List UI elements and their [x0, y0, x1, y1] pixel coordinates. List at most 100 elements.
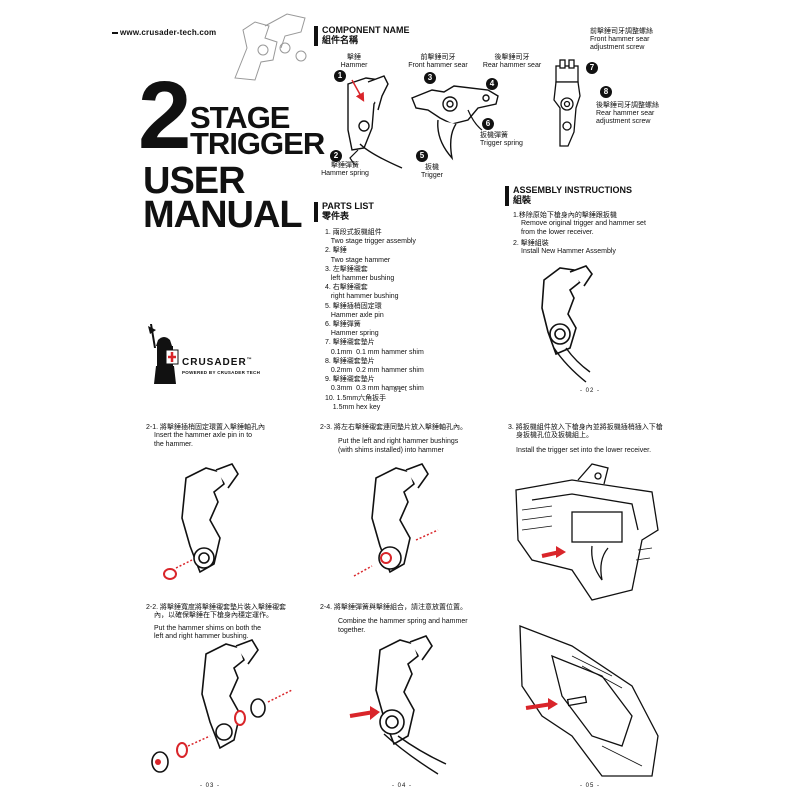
assembly-heading: ASSEMBLY INSTRUCTIONS 組裝	[513, 185, 633, 206]
callout-3: 3	[424, 72, 436, 84]
hammer-assembly-diagram	[541, 265, 593, 383]
step-2-1-en1: Insert the hammer axle pin in to	[154, 432, 253, 440]
callout-5: 5	[416, 150, 428, 162]
step-3-pin-diagram	[519, 625, 659, 777]
step-2-2-diagram	[151, 639, 293, 773]
label-hammer: 擊錘 Hammer	[334, 54, 374, 70]
step-2-3-zh: 2-3. 將左右擊錘襯套連同墊片放入擊錘軸孔內。	[320, 424, 468, 431]
assembly-step-1: 1.移除原始下槍身內的擊錘跟扳機 Remove original trigger…	[513, 212, 646, 237]
label-rear-sear: 後擊錘司牙 Rear hammer sear	[478, 54, 546, 70]
callout-6: 6	[482, 118, 494, 130]
component-heading: COMPONENT NAME 組件名稱	[322, 25, 410, 46]
brand-text: CRUSADER	[182, 357, 247, 368]
parts-list-row: 1. 兩段式扳機組件	[325, 229, 382, 236]
url-dash	[112, 32, 118, 34]
callout-4: 4	[486, 78, 498, 90]
page-number-05: - 05 -	[580, 783, 601, 789]
assembly-step-2-zh: 2. 擊錘組裝	[513, 240, 549, 247]
label-trigger-spring-en: Trigger spring	[480, 140, 523, 148]
label-front-sear: 前擊錘司牙 Front hammer sear	[402, 54, 474, 70]
label-trigger-spring: 扳機彈簧 Trigger spring	[480, 132, 523, 148]
label-front-screw-zh: 前擊錘司牙調整螺絲	[590, 28, 653, 35]
parts-list-row: 8. 擊錘襯套墊片	[325, 357, 375, 365]
label-trigger-spring-zh: 扳機彈簧	[480, 132, 508, 139]
step-2-4-diagram	[349, 635, 447, 775]
label-rear-sear-en: Rear hammer sear	[482, 62, 542, 70]
label-trigger-en: Trigger	[421, 172, 443, 180]
step-2-3: 2-3. 將左右擊錘襯套連同墊片放入擊錘軸孔內。 Put the left an…	[320, 424, 467, 455]
label-trigger-zh: 扳機	[425, 164, 439, 171]
label-front-screw-en1: Front hammer sear	[590, 36, 650, 44]
parts-list-row: 0.2mm 0.2 mm hammer shim	[325, 367, 424, 375]
parts-heading-zh: 零件表	[322, 210, 350, 221]
step-2-3-diagram	[353, 463, 439, 577]
trigger-diagram	[411, 85, 499, 161]
cover-title-stage: STAGE	[190, 100, 290, 135]
sear-screw-diagram	[553, 59, 581, 147]
step-2-2-en1: Put the hammer shims on both the	[154, 624, 261, 632]
component-heading-zh: 組件名稱	[322, 34, 359, 45]
label-front-screw-en2: adjustment screw	[590, 44, 645, 52]
step-2-2-en2: left and right hammer bushing.	[154, 633, 249, 641]
cover-title-user: USER	[143, 160, 246, 202]
step-3-receiver-diagram	[515, 463, 659, 601]
step-2-2-zh1: 2-2. 將擊錘寬度將擊錘襯套墊片裝入擊錘襯套	[146, 604, 287, 611]
callout-7: 7	[586, 62, 598, 74]
parts-list-row: Two stage trigger assembly	[325, 238, 416, 246]
hammer-lineart-decoration	[234, 13, 307, 81]
parts-list-row: 1.5mm hex key	[325, 403, 381, 411]
parts-list-row: 10. 1.5mm六角扳手	[325, 394, 387, 402]
step-2-4-zh: 2-4. 將擊錘彈簧與擊錘組合，請注意放置位置。	[320, 604, 468, 611]
brand-name: CRUSADER™	[182, 357, 253, 368]
step-2-4: 2-4. 將擊錘彈簧與擊錘組合，請注意放置位置。 Combine the ham…	[320, 604, 468, 635]
parts-heading: PARTS LIST 零件表	[322, 201, 374, 222]
callout-2: 2	[330, 150, 342, 162]
website-url: www.crusader-tech.com	[120, 28, 217, 37]
page-number-01: - 01 -	[388, 388, 409, 394]
callout-1: 1	[334, 70, 346, 82]
parts-list-row: left hammer bushing	[325, 275, 395, 283]
label-rear-screw-zh: 後擊錘司牙調整螺絲	[596, 102, 659, 109]
label-trigger: 扳機 Trigger	[412, 164, 452, 180]
step-2-3-en1: Put the left and right hammer bushings	[338, 438, 459, 446]
cover-title-trigger: TRIGGER	[190, 126, 325, 161]
parts-list-row: Hammer axle pin	[325, 311, 384, 319]
parts-list-row: 7. 擊錘襯套墊片	[325, 339, 375, 347]
step-3-zh1: 3. 將扳機組件放入下槍身內並將扳機插梢插入下槍	[508, 424, 663, 431]
parts-list-row: Two stage hammer	[325, 256, 391, 264]
label-hammer-spring: 擊錘彈簧 Hammer spring	[315, 162, 375, 178]
assembly-heading-bar	[505, 186, 509, 206]
step-3-zh2: 身扳機孔位及扳機組上。	[516, 432, 593, 440]
page-number-04: - 04 -	[392, 783, 413, 789]
page-number-02: - 02 -	[580, 388, 601, 394]
page-number-03: - 03 -	[200, 783, 221, 789]
parts-list-row: 5. 擊錘插梢固定環	[325, 302, 382, 310]
parts-list-row: Hammer spring	[325, 330, 379, 338]
label-rear-screw-en2: adjustment screw	[596, 118, 651, 126]
label-hammer-spring-zh: 擊錘彈簧	[331, 162, 359, 169]
label-rear-sear-zh: 後擊錘司牙	[494, 54, 530, 61]
assembly-heading-en: ASSEMBLY INSTRUCTIONS	[513, 185, 633, 195]
step-2-1-zh: 2-1. 將擊錘插梢固定環置入擊錘軸孔內	[146, 424, 266, 431]
crusader-knight-logo	[148, 324, 179, 384]
label-hammer-en: Hammer	[340, 62, 368, 70]
label-front-screw: 前擊錘司牙調整螺絲 Front hammer sear adjustment s…	[590, 28, 653, 52]
parts-heading-en: PARTS LIST	[322, 201, 374, 211]
step-2-1: 2-1. 將擊錘插梢固定環置入擊錘軸孔內 Insert the hammer a…	[146, 424, 265, 449]
label-front-sear-zh: 前擊錘司牙	[420, 54, 456, 61]
step-2-1-en2: the hammer.	[154, 440, 193, 448]
callout-8: 8	[600, 86, 612, 98]
step-2-4-en1: Combine the hammer spring and hammer	[338, 618, 468, 626]
label-rear-screw: 後擊錘司牙調整螺絲 Rear hammer sear adjustment sc…	[596, 102, 659, 126]
step-2-2: 2-2. 將擊錘寬度將擊錘襯套墊片裝入擊錘襯套 內，以確保擊錘在下槍身內穩定運作…	[146, 604, 286, 642]
brand-tagline: POWERED BY CRUSADER TECH	[182, 370, 261, 375]
step-2-3-en2: (with shims installed) into hammer	[338, 446, 444, 454]
step-3: 3. 將扳機組件放入下槍身內並將扳機插梢插入下槍 身扳機孔位及扳機組上。 Ins…	[508, 424, 663, 455]
parts-list-row: 9. 擊錘襯套墊片	[325, 376, 375, 384]
label-hammer-zh: 擊錘	[347, 54, 361, 61]
parts-heading-bar	[314, 202, 318, 222]
step-2-1-diagram	[163, 463, 239, 580]
step-2-4-en2: together.	[338, 626, 366, 634]
parts-list-row: 2. 擊錘	[325, 247, 347, 255]
hammer-diagram	[347, 75, 403, 169]
